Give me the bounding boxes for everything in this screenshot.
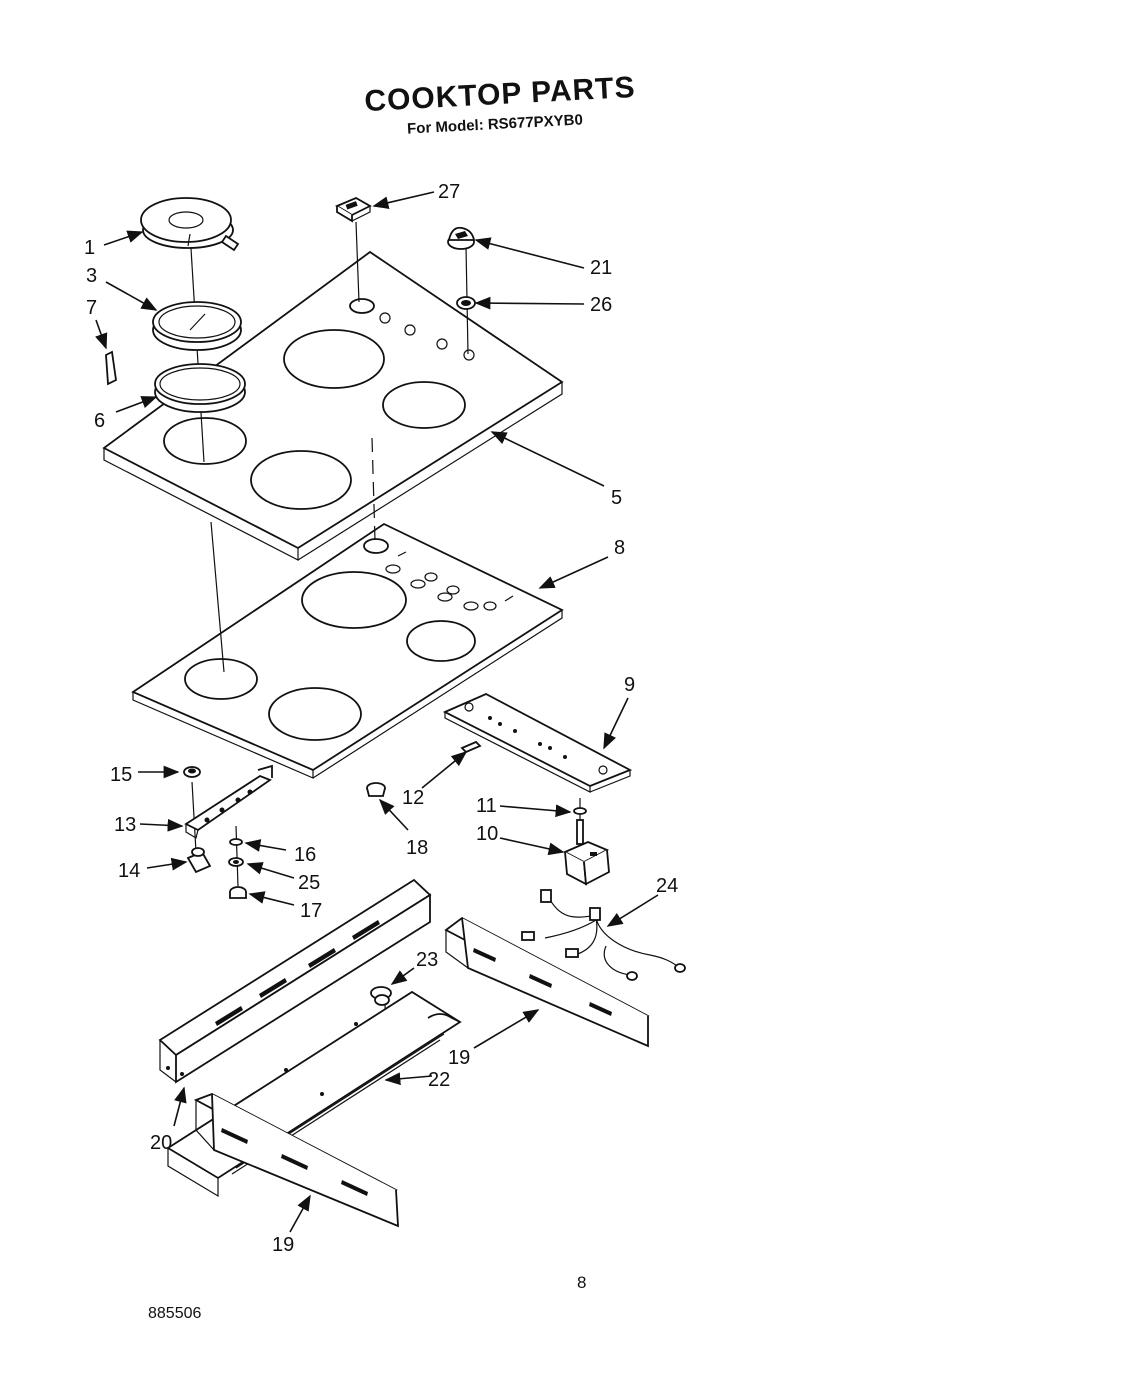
indicator-light-part-27 (335, 196, 372, 223)
rail-part-19-upper (444, 916, 650, 1048)
washer-part-25 (228, 857, 244, 867)
callout-label: 19 (272, 1234, 294, 1256)
nut-part-17 (229, 886, 247, 899)
callout-label: 16 (294, 844, 316, 866)
callout-label: 19 (448, 1047, 470, 1069)
washer-part-11 (573, 807, 587, 815)
callout-label: 6 (94, 410, 105, 432)
control-bracket-part-9 (442, 693, 633, 793)
trim-ring-part-6 (154, 363, 246, 413)
washer-part-26 (456, 296, 476, 310)
callout-label: 22 (428, 1069, 450, 1091)
callout-label: 5 (611, 487, 622, 509)
callout-label: 15 (110, 764, 132, 786)
callout-label: 3 (86, 265, 97, 287)
callout-label: 25 (298, 872, 320, 894)
element-pan-part-3 (152, 301, 242, 351)
callout-label: 17 (300, 900, 322, 922)
cooktop-base-part-8 (131, 522, 564, 779)
callout-label: 23 (416, 949, 438, 971)
callout-labels: 1 3 7 6 27 21 26 5 8 9 15 13 14 16 25 17… (84, 181, 678, 1256)
callout-label: 26 (590, 294, 612, 316)
callout-label: 18 (406, 837, 428, 859)
callout-label: 11 (476, 795, 497, 817)
thermostat-part-14 (186, 847, 212, 874)
callout-label: 20 (150, 1132, 172, 1154)
wire-harness-part-24 (521, 889, 686, 981)
nut-part-15 (183, 766, 201, 778)
side-rail-part-20 (158, 878, 432, 1084)
switch-part-10 (562, 819, 610, 886)
callout-label: 1 (84, 237, 95, 259)
surface-element-part-1 (140, 197, 240, 252)
cooktop-glass-part-5 (102, 250, 564, 561)
callout-label: 8 (614, 537, 625, 559)
knob-part-21 (447, 226, 476, 250)
clip-part-7 (105, 350, 117, 386)
page-number: 8 (577, 1273, 587, 1292)
washer-part-16 (229, 838, 243, 846)
document-number: 885506 (148, 1305, 202, 1322)
clip-part-12 (460, 740, 482, 754)
plug-part-18 (366, 782, 386, 797)
callout-label: 10 (476, 823, 498, 845)
grommet-part-23 (370, 986, 392, 1006)
callout-label: 24 (656, 875, 678, 897)
callout-label: 7 (86, 297, 97, 319)
callout-label: 21 (590, 257, 612, 279)
rail-part-19-lower (193, 1093, 399, 1228)
callout-label: 9 (624, 674, 635, 696)
bracket-part-13 (184, 764, 273, 839)
callout-label: 14 (118, 860, 140, 882)
callout-arrows (95, 191, 659, 1233)
callout-label: 13 (114, 814, 136, 836)
callout-label: 27 (438, 181, 460, 203)
callout-label: 12 (402, 787, 424, 809)
